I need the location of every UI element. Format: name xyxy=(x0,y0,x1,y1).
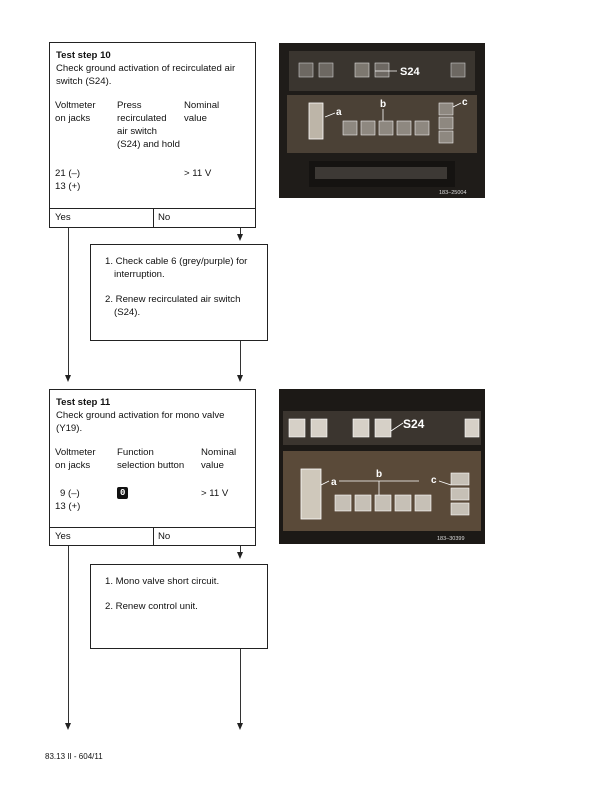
step10-action-1: 1. Check cable 6 (grey/purple) for inter… xyxy=(105,255,253,281)
col-head-text: Nominal xyxy=(184,100,220,111)
col-head-text: Press xyxy=(117,100,142,111)
col-head-text: on jacks xyxy=(55,460,91,471)
step11-action-2: 2. Renew control unit. xyxy=(105,600,253,613)
photo-label-a: a xyxy=(331,477,337,488)
step11-nominal-value: > 11 V xyxy=(201,488,229,499)
photo-label-b: b xyxy=(376,469,382,480)
action-text: 2. Renew recirculated air switch xyxy=(105,294,241,305)
col-head-text: recirculated xyxy=(117,113,167,124)
step10-actions-box: 1. Check cable 6 (grey/purple) for inter… xyxy=(90,244,268,341)
action-text: 1. Check cable 6 (grey/purple) for xyxy=(105,256,248,267)
step10-after-arrow-icon xyxy=(237,375,243,382)
col-head-text: value xyxy=(201,460,224,471)
col-head-text: selection button xyxy=(117,460,185,471)
action-text: 2. Renew control unit. xyxy=(105,601,198,612)
photo-label-s24: S24 xyxy=(400,66,420,78)
yes-no-separator xyxy=(153,527,154,546)
step10-desc-line1: Check ground activation of recirculated … xyxy=(56,63,236,74)
step10-title: Test step 10 xyxy=(56,50,111,61)
step11-actions-box: 1. Mono valve short circuit. 2. Renew co… xyxy=(90,564,268,649)
col-head-text: Voltmeter xyxy=(55,100,96,111)
step10-jack1: 21 (–) xyxy=(55,168,81,179)
step10-no-arrow-icon xyxy=(237,234,243,241)
step10-col-press: Press recirculated air switch (S24) and … xyxy=(117,99,180,151)
step11-desc-line2: (Y19). xyxy=(56,423,83,434)
step11-control-panel-photo: S24 a b c 183–30399 xyxy=(279,389,485,544)
col-head-text: air switch xyxy=(117,126,157,137)
step10-desc-line2: switch (S24). xyxy=(56,76,112,87)
photo-label-a: a xyxy=(336,107,342,118)
step11-title: Test step 11 xyxy=(56,397,111,408)
function-selection-button-icon: 0 xyxy=(117,486,129,499)
step10-col-voltmeter: Voltmeter on jacks xyxy=(55,99,96,125)
step11-no-flow-line xyxy=(240,546,241,552)
step11-col-function: Function selection button xyxy=(117,446,184,472)
step11-desc-line1: Check ground activation for mono valve xyxy=(56,410,225,421)
step10-yes-label: Yes xyxy=(55,212,71,223)
step11-col-voltmeter: Voltmeter on jacks xyxy=(55,446,96,472)
col-head-text: Function xyxy=(117,447,154,458)
action-text: interruption. xyxy=(114,269,165,280)
photo-code: 183–25004 xyxy=(439,190,467,196)
step11-yes-arrow-icon xyxy=(65,723,71,730)
step11-jack2: 13 (+) xyxy=(55,501,81,512)
action-text: 1. Mono valve short circuit. xyxy=(105,576,220,587)
test-step-10-box: Test step 10 Check ground activation of … xyxy=(49,42,256,228)
step10-control-panel-photo: S24 a b c 183–25004 xyxy=(279,43,485,198)
photo-label-c: c xyxy=(462,97,468,108)
step10-yes-arrow-icon xyxy=(65,375,71,382)
col-head-text: Nominal xyxy=(201,447,237,458)
button-symbol: 0 xyxy=(117,487,129,499)
step10-yes-flow-line xyxy=(68,228,69,376)
step11-no-label: No xyxy=(158,531,171,542)
photo-label-s24: S24 xyxy=(403,417,425,431)
step11-after-arrow-icon xyxy=(237,723,243,730)
step11-col-nominal: Nominal value xyxy=(201,446,236,472)
test-step-11-box: Test step 11 Check ground activation for… xyxy=(49,389,256,546)
col-head-text: (S24) and hold xyxy=(117,139,180,150)
col-head-text: Voltmeter xyxy=(55,447,96,458)
yes-no-separator xyxy=(153,208,154,228)
photo-code: 183–30399 xyxy=(437,536,465,542)
col-head-text: on jacks xyxy=(55,113,91,124)
photo-label-b: b xyxy=(380,99,386,110)
step11-no-arrow-icon xyxy=(237,552,243,559)
step10-col-nominal: Nominal value xyxy=(184,99,219,125)
yes-no-divider xyxy=(50,527,255,528)
action-text: (S24). xyxy=(114,307,141,318)
control-panel-illustration: S24 a b c 183–30399 xyxy=(279,389,485,544)
step11-yes-label: Yes xyxy=(55,531,71,542)
step10-action-2: 2. Renew recirculated air switch (S24). xyxy=(105,293,253,319)
step11-after-flow-line xyxy=(240,649,241,724)
page-footer: 83.13 II - 604/11 xyxy=(45,752,103,761)
photo-label-c: c xyxy=(431,475,437,486)
step10-jack2: 13 (+) xyxy=(55,181,81,192)
step11-action-1: 1. Mono valve short circuit. xyxy=(105,575,253,588)
step10-no-label: No xyxy=(158,212,171,223)
step10-no-flow-line xyxy=(240,228,241,234)
step10-nominal-value: > 11 V xyxy=(184,168,212,179)
step10-after-flow-line xyxy=(240,341,241,376)
yes-no-divider xyxy=(50,208,255,209)
step11-jack1: 9 (–) xyxy=(60,488,80,499)
control-panel-illustration: S24 a b c 183–25004 xyxy=(279,43,485,198)
step11-yes-flow-line xyxy=(68,546,69,724)
col-head-text: value xyxy=(184,113,207,124)
